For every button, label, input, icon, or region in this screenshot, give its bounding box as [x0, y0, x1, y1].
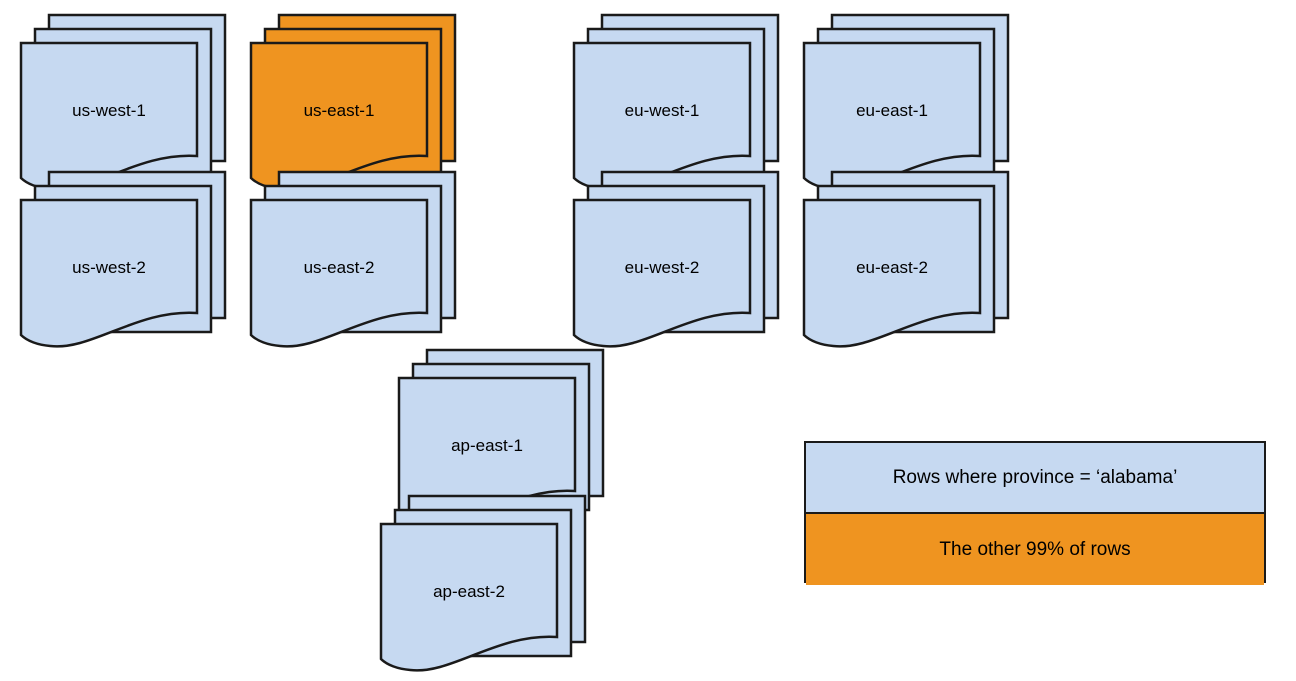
legend-row-label: Rows where province = ‘alabama’	[892, 466, 1178, 488]
document-stack-shape	[249, 13, 457, 191]
document-stack-us-east-1[interactable]: us-east-1	[249, 13, 462, 200]
legend-row-label: The other 99% of rows	[939, 538, 1131, 560]
document-stack-us-east-2[interactable]: us-east-2	[249, 170, 462, 357]
document-stack-shape	[572, 170, 780, 348]
document-sheet-front	[572, 198, 752, 348]
document-stack-shape	[19, 13, 227, 191]
document-stack-ap-east-1[interactable]: ap-east-1	[397, 348, 610, 535]
document-sheet-front	[249, 198, 429, 348]
document-sheet-front	[379, 522, 559, 672]
document-stack-shape	[802, 170, 1010, 348]
legend-row-alabama-rows: Rows where province = ‘alabama’	[806, 443, 1264, 514]
document-sheet-front	[802, 198, 982, 348]
document-stack-ap-east-2[interactable]: ap-east-2	[379, 494, 592, 681]
document-stack-shape	[572, 13, 780, 191]
document-stack-shape	[19, 170, 227, 348]
document-stack-shape	[802, 13, 1010, 191]
document-stack-shape	[379, 494, 587, 672]
legend: Rows where province = ‘alabama’ The other…	[804, 441, 1266, 585]
document-stack-shape	[397, 348, 605, 526]
legend-row-other-rows: The other 99% of rows	[806, 514, 1264, 585]
document-stack-eu-east-1[interactable]: eu-east-1	[802, 13, 1015, 200]
document-stack-eu-east-2[interactable]: eu-east-2	[802, 170, 1015, 357]
document-sheet-front	[19, 198, 199, 348]
document-stack-us-west-2[interactable]: us-west-2	[19, 170, 232, 357]
document-stack-eu-west-2[interactable]: eu-west-2	[572, 170, 785, 357]
document-stack-shape	[249, 170, 457, 348]
